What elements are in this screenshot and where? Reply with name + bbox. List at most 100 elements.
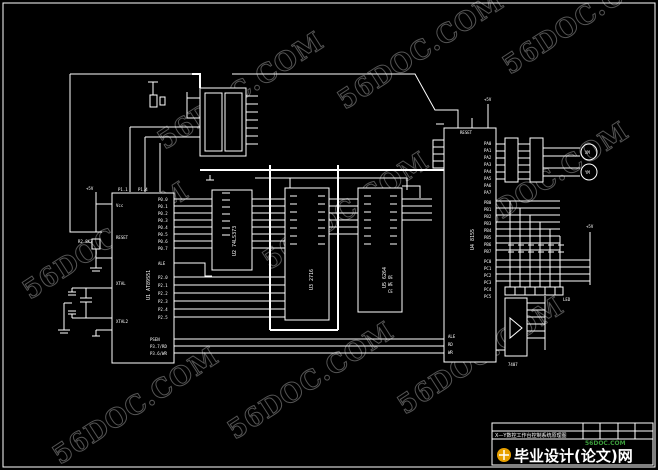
ppi-pin: PA7 (484, 190, 492, 195)
motor-lines (543, 147, 580, 177)
seven-seg-block (199, 87, 247, 157)
reset-resistor-label: R2 8K2 (78, 239, 93, 244)
mcu-right-pins: P0.0 P0.1 P0.2 P0.3 P0.4 P0.5 P0.6 P0.7 … (158, 197, 168, 320)
motor-label: XM (585, 150, 590, 155)
ppi-body (443, 127, 497, 363)
data-lines (329, 198, 358, 235)
mcu-pin-right: P0.4 (158, 225, 168, 230)
address-lines (258, 276, 285, 318)
ram-u5: U5 6264 OE WE CE (357, 187, 432, 313)
resistor (149, 94, 158, 108)
mcu-pin-right: P0.3 (158, 218, 168, 223)
ppi-pin: PC3 (484, 280, 492, 285)
ram-pin: OE (388, 275, 393, 280)
crystal (80, 288, 92, 318)
driver-7407 (504, 297, 528, 357)
pin-ticks (222, 192, 230, 236)
ppi-pin: PA0 (484, 141, 492, 146)
ppi-pin: PB0 (484, 200, 492, 205)
mcu-pin-bottom: PSEN (150, 337, 160, 342)
mcu-u1: U1 AT89S51 P1.1 P1.4 Vcc RESET XTAL XTAL… (78, 186, 175, 364)
logo-icon (497, 448, 511, 462)
mcu-pin-vcc: Vcc (116, 203, 124, 208)
ppi-bottom-pin: ALE (448, 334, 456, 339)
mcu-pin-left: XTAL (116, 281, 126, 286)
pin-ticks (433, 146, 444, 162)
mcu-support-circuit (58, 73, 200, 337)
ppi-pin: PC0 (484, 259, 492, 264)
led-segments (514, 287, 556, 295)
latch-u2: U2 74LS373 (211, 189, 258, 271)
driver-label: 7407 (508, 362, 518, 367)
mcu-pin-right: P2.5 (158, 315, 168, 320)
ppi-pin: PA1 (484, 148, 492, 153)
seven-seg-digit (204, 92, 223, 152)
ram-label: U5 6264 (382, 267, 388, 288)
watermark: 56DOC.COM (497, 0, 658, 81)
eprom-label: U3 2716 (309, 269, 315, 290)
eprom-body (284, 187, 330, 321)
pc-lines (496, 259, 590, 282)
ppi-pin: PB7 (484, 249, 492, 254)
latch-label: U2 74LS373 (232, 226, 238, 256)
logo-icon-mark (499, 450, 509, 460)
title-block-grid (492, 423, 653, 440)
watermark: 56DOC.COM (257, 146, 434, 276)
buffer-symbol (509, 316, 523, 340)
ppi-u4: U4 8155 RESET +5V PA0 PA1 PA2 PA3 PA4 PA… (232, 73, 497, 363)
ppi-pin: PC2 (484, 273, 492, 278)
wire (436, 104, 489, 128)
data-lines (402, 198, 432, 221)
wire-bus (246, 95, 258, 145)
logo-domain: 56DOC.COM (585, 440, 626, 447)
mcu-body (111, 192, 175, 364)
ale-line (174, 262, 212, 277)
mcu-pin-bottom: P3.7/RD (150, 344, 167, 349)
ppi-pin: PC1 (484, 266, 492, 271)
mcu-pin-bottom: P3.6/WR (150, 351, 167, 356)
ground (90, 258, 102, 272)
wire (148, 81, 158, 95)
mcu-label: U1 AT89S51 (146, 270, 152, 300)
eprom-u3: U3 2716 (258, 187, 358, 321)
mcu-pin-right: P0.6 (158, 239, 168, 244)
latch-body (211, 189, 253, 271)
keyboard-led-section: +5V LED 7407 (496, 200, 594, 367)
wire (402, 185, 421, 198)
ram-body (357, 187, 403, 313)
wire (92, 329, 112, 337)
led-label: LED (563, 297, 571, 302)
wire (86, 287, 112, 319)
mcu-supply-label: +5V (86, 186, 94, 191)
mcu-pin-right: P0.0 (158, 197, 168, 202)
motor-label: YM (585, 170, 590, 175)
wire (95, 192, 112, 205)
ppi-supply-label: +5V (484, 97, 492, 102)
upper-routing (200, 165, 450, 331)
mcu-pin-right: P2.0 (158, 275, 168, 280)
mcu-pin-right: P2.3 (158, 299, 168, 304)
ppi-right-pins: PA0 PA1 PA2 PA3 PA4 PA5 PA6 PA7 PB0 PB1 … (484, 141, 492, 299)
title-block: X—Y数控工作台控制系统原理图 56DOC.COM 毕业设计(论文)网 (491, 422, 654, 466)
ppi-pin: PC5 (484, 294, 492, 299)
title-block-title: X—Y数控工作台控制系统原理图 (495, 432, 566, 439)
ground (58, 302, 72, 334)
ppi-pin: PC4 (484, 287, 492, 292)
ppi-pin: PB4 (484, 228, 492, 233)
wire (192, 73, 201, 88)
address-lines (258, 198, 285, 249)
ppi-pin: PA5 (484, 176, 492, 181)
mcu-pin-right: P2.1 (158, 283, 168, 288)
ppi-pin: PA4 (484, 169, 492, 174)
ppi-bottom-pin: WR (448, 350, 453, 355)
capacitor (68, 287, 86, 319)
motor-ym (580, 163, 598, 181)
ppi-pin: PB2 (484, 214, 492, 219)
data-lines (174, 198, 212, 249)
ppi-pin: PA6 (484, 183, 492, 188)
mcu-pin-top: P1.4 (138, 187, 148, 192)
ppi-reset-pin: RESET (460, 130, 473, 135)
wire (186, 92, 200, 119)
